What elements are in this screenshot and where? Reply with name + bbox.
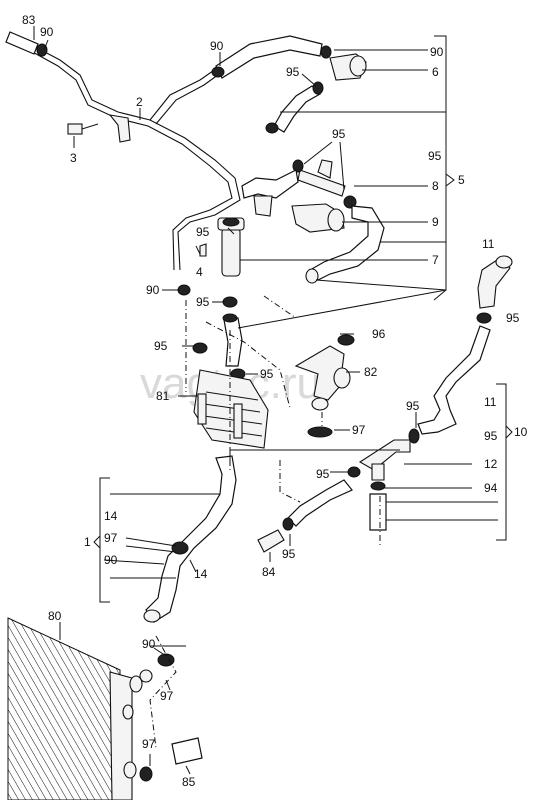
label-81: 81 bbox=[156, 389, 170, 403]
clamp-90-top bbox=[211, 66, 225, 78]
label-95: 95 bbox=[316, 467, 330, 481]
label-90: 90 bbox=[104, 553, 118, 567]
label-90: 90 bbox=[40, 25, 54, 39]
label-95: 95 bbox=[282, 547, 296, 561]
label-95: 95 bbox=[286, 65, 300, 79]
label-95: 95 bbox=[260, 367, 274, 381]
clamp-94 bbox=[370, 481, 386, 491]
oil-cooler-81 bbox=[193, 369, 269, 449]
label-90: 90 bbox=[146, 283, 160, 297]
hose-14 bbox=[145, 455, 237, 623]
label-90: 90 bbox=[142, 637, 156, 651]
label-11: 11 bbox=[482, 237, 495, 251]
hose-short bbox=[369, 493, 387, 531]
label-97: 97 bbox=[142, 737, 156, 751]
hose-14-end bbox=[143, 609, 161, 623]
connector-6 bbox=[329, 53, 367, 81]
label-95: 95 bbox=[428, 149, 442, 163]
leader-lines bbox=[33, 26, 513, 775]
label-97: 97 bbox=[104, 531, 118, 545]
label-95: 95 bbox=[484, 429, 498, 443]
label-84: 84 bbox=[262, 565, 276, 579]
connector-82 bbox=[294, 334, 355, 411]
hose-to-cooler bbox=[223, 317, 243, 367]
stub-84 bbox=[257, 529, 285, 553]
hose-83 bbox=[5, 31, 39, 55]
label-83: 83 bbox=[22, 13, 36, 27]
label-95: 95 bbox=[154, 339, 168, 353]
hose-11 bbox=[417, 325, 491, 435]
hose-7-end bbox=[305, 268, 319, 284]
label-10: 10 bbox=[514, 425, 528, 439]
clamp-95b bbox=[265, 122, 279, 134]
label-4: 4 bbox=[196, 265, 203, 279]
tee-12 bbox=[358, 439, 411, 481]
clamp-90-connector bbox=[320, 45, 332, 59]
clamp-95 bbox=[312, 81, 324, 95]
clamp-97-radiator bbox=[139, 766, 153, 782]
label-6: 6 bbox=[432, 65, 439, 79]
clamp-95-lower bbox=[282, 517, 294, 531]
clamp-97-hose bbox=[171, 541, 189, 555]
clamp-95-valve bbox=[222, 296, 238, 308]
hose-95 bbox=[273, 85, 321, 133]
label-2: 2 bbox=[136, 95, 143, 109]
label-95: 95 bbox=[506, 311, 520, 325]
label-5: 5 bbox=[458, 173, 465, 187]
valve-4 bbox=[199, 217, 245, 277]
label-90: 90 bbox=[210, 39, 224, 53]
label-94: 94 bbox=[484, 481, 498, 495]
seal-90 bbox=[139, 669, 153, 683]
hose-lower bbox=[287, 479, 353, 527]
label-97: 97 bbox=[352, 423, 366, 437]
label-95: 95 bbox=[332, 127, 346, 141]
label-14: 14 bbox=[104, 509, 118, 523]
coolant-pipe-2 bbox=[17, 37, 241, 271]
label-96: 96 bbox=[372, 327, 386, 341]
elbow-11 bbox=[477, 255, 513, 309]
label-80: 80 bbox=[48, 609, 62, 623]
hose-5 bbox=[241, 169, 299, 199]
label-95: 95 bbox=[406, 399, 420, 413]
sleeve-9 bbox=[291, 203, 345, 233]
clamp-90-radiator bbox=[157, 653, 175, 667]
label-3: 3 bbox=[70, 151, 77, 165]
radiator-80 bbox=[7, 617, 143, 800]
label-8: 8 bbox=[432, 179, 439, 193]
label-7: 7 bbox=[432, 253, 439, 267]
hose-top bbox=[215, 35, 323, 79]
hose-85 bbox=[171, 737, 203, 765]
label-95: 95 bbox=[196, 225, 210, 239]
label-85: 85 bbox=[182, 775, 196, 789]
tee-connector-8 bbox=[292, 159, 357, 209]
clamp-95-mid bbox=[408, 428, 420, 444]
clamp-95-left bbox=[192, 342, 208, 354]
bracket bbox=[253, 195, 273, 217]
part-labels: 83 90 90 90 6 95 2 3 95 95 5 8 9 95 4 7 … bbox=[22, 13, 528, 789]
label-12: 12 bbox=[484, 457, 498, 471]
clamp-90 bbox=[36, 43, 48, 57]
label-11: 11 bbox=[484, 395, 497, 409]
label-82: 82 bbox=[364, 365, 378, 379]
bolt-3 bbox=[67, 123, 99, 135]
label-14: 14 bbox=[194, 567, 208, 581]
clamp-97 bbox=[307, 426, 333, 438]
label-9: 9 bbox=[432, 215, 439, 229]
label-95: 95 bbox=[196, 295, 210, 309]
clamp-95-elbow bbox=[476, 312, 492, 324]
label-97: 97 bbox=[160, 689, 174, 703]
label-1: 1 bbox=[84, 535, 91, 549]
clamp-95-upper bbox=[222, 313, 238, 323]
label-90: 90 bbox=[430, 45, 444, 59]
